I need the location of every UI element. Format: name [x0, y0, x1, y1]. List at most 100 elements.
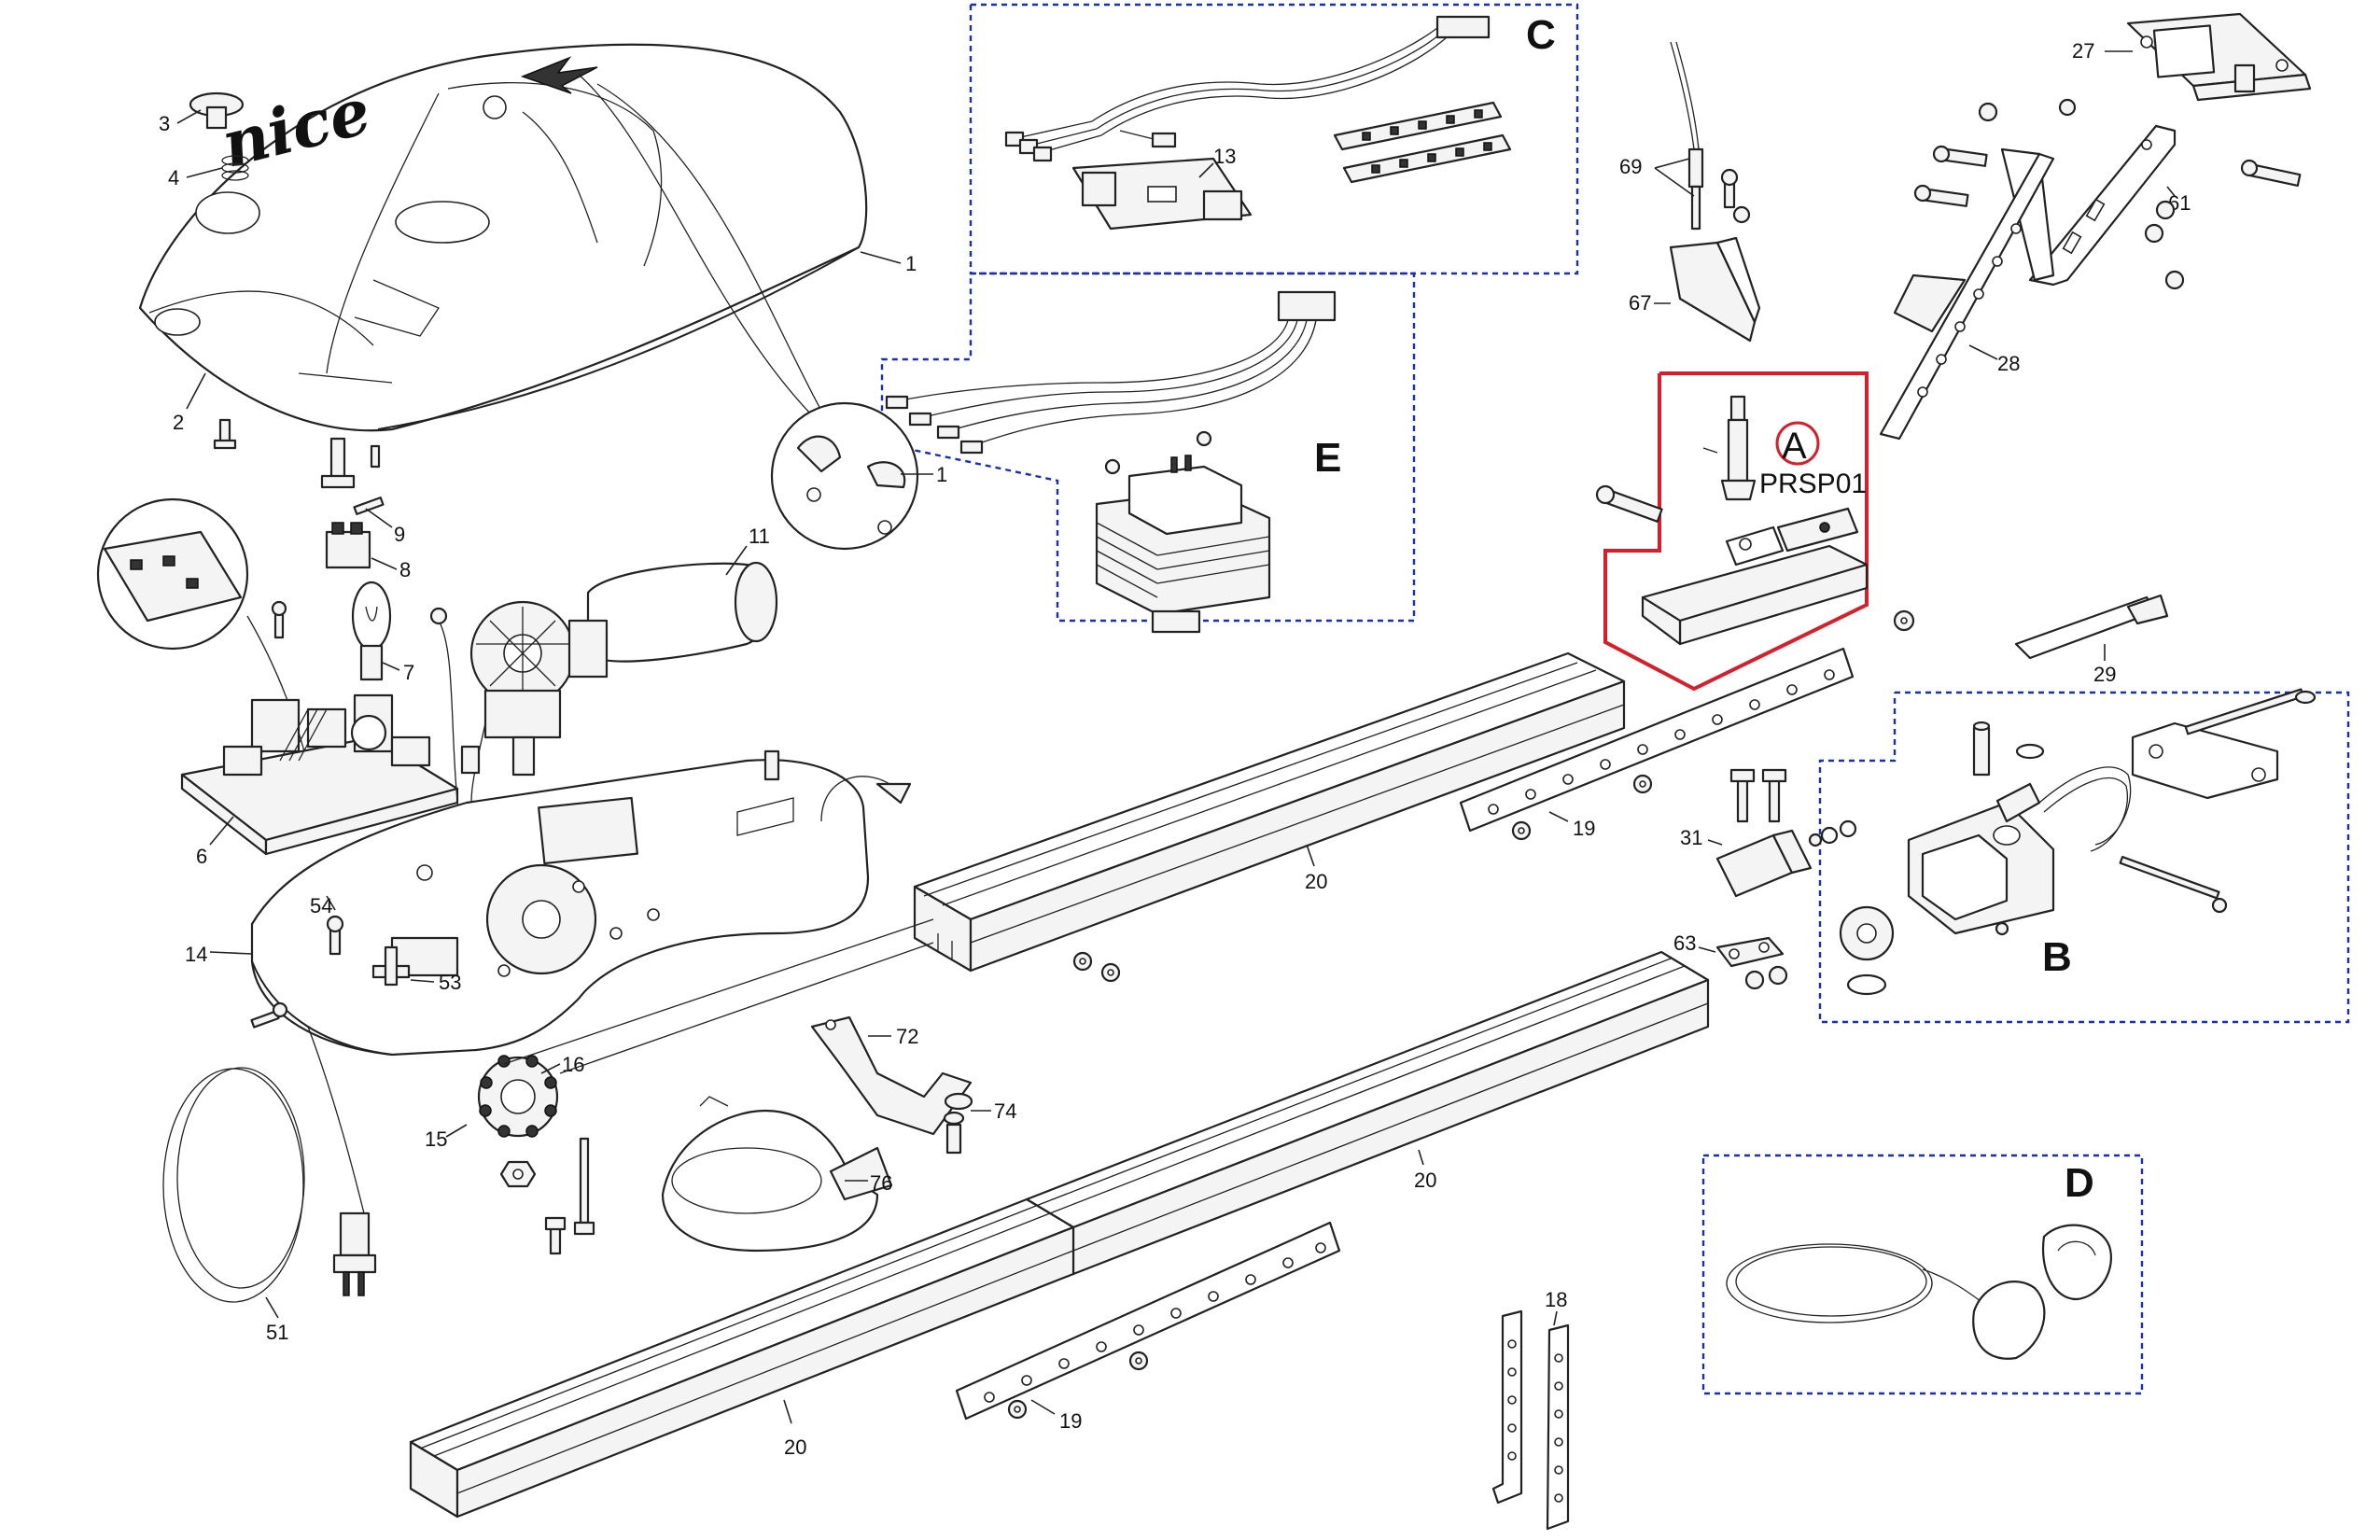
sprocket-cover [661, 1096, 893, 1253]
motor-cover [138, 43, 868, 432]
group-b-label: B [2042, 934, 2072, 980]
micro-switch-assembly [1071, 157, 1253, 231]
wiring-harness-e [885, 290, 1337, 455]
trolley-b [1907, 721, 2132, 935]
mounting-bracket [810, 1015, 973, 1136]
callout-19-lower: 19 [1059, 1409, 1082, 1433]
group-e-label: E [1314, 435, 1341, 481]
pin-b [1995, 855, 2228, 936]
wiring-harness-d [1004, 15, 1491, 162]
callout-18: 18 [1545, 1288, 1567, 1311]
cable-clamp [371, 945, 411, 987]
light-bulb [351, 581, 392, 681]
callout-76: 76 [870, 1171, 892, 1195]
callout-20-middle: 20 [1414, 1169, 1436, 1192]
callout-29: 29 [2093, 663, 2116, 686]
control-board-detail [96, 497, 249, 651]
callout-13: 13 [1213, 145, 1236, 168]
power-cable [162, 1026, 377, 1303]
direction-arrow-icon [520, 56, 598, 94]
callout-15: 15 [425, 1127, 447, 1151]
screw-69 [1720, 168, 1739, 209]
angle-bracket [1715, 768, 1813, 898]
rail-lower [409, 1197, 1075, 1519]
transformer [1095, 430, 1271, 634]
callout-28: 28 [1997, 352, 2020, 375]
callout-16: 16 [562, 1053, 584, 1076]
rail-middle [1025, 950, 1710, 1276]
group-e-box [880, 272, 1416, 623]
joint-plate-upper [1459, 647, 1855, 833]
grommet [326, 915, 344, 956]
long-bolt [573, 1137, 595, 1236]
callout-14: 14 [185, 943, 207, 966]
joint-plate-lower [955, 1221, 1341, 1421]
part-code-prsp01: PRSP01 [1759, 469, 1867, 499]
small-plate [1715, 936, 1788, 990]
callout-67: 67 [1629, 291, 1651, 315]
cover-spring [221, 155, 249, 181]
nuts-scattered [1007, 609, 1915, 1420]
group-b-box [1818, 691, 2350, 1024]
callout-4: 4 [168, 166, 179, 189]
callout-63: 63 [1673, 931, 1696, 955]
upright-brackets [1491, 1309, 1570, 1531]
long-screw-a [1595, 484, 1663, 523]
callout-20-lower: 20 [784, 1435, 806, 1459]
release-lever [2014, 594, 2169, 660]
callout-6: 6 [196, 845, 207, 868]
rail-upper [913, 651, 1626, 973]
callout-54: 54 [310, 894, 332, 917]
callout-53: 53 [439, 971, 461, 994]
arm-bracket-b [2131, 688, 2317, 800]
callout-8: 8 [399, 558, 411, 581]
callout-7: 7 [403, 661, 414, 684]
gear-motor [469, 561, 778, 777]
base-plate [250, 759, 870, 1057]
callout-31: 31 [1680, 826, 1702, 849]
screw-board [271, 600, 287, 639]
clip-detail-circle [770, 401, 919, 551]
drive-sprocket [477, 1055, 559, 1138]
callout-51: 51 [266, 1321, 288, 1344]
group-d-box [969, 3, 1579, 275]
carriage-assembly-a [1641, 395, 1869, 646]
screw-small [213, 418, 237, 450]
control-board [180, 693, 459, 856]
sprocket-b [1839, 905, 1895, 996]
straight-arm [1879, 152, 2055, 441]
screw [544, 1216, 567, 1255]
callout-27: 27 [2072, 39, 2094, 63]
bolts-right [1913, 98, 2302, 290]
terminal-strips [1333, 101, 1512, 184]
group-a-box [1603, 371, 1869, 692]
cable-release [1670, 41, 1704, 231]
cover-knob [189, 91, 245, 130]
fuse-holder [320, 437, 385, 515]
nut [499, 1160, 537, 1188]
callout-69: 69 [1619, 155, 1642, 178]
lamp-socket [325, 522, 371, 569]
header-bracket [2126, 12, 2312, 102]
callout-11: 11 [749, 525, 770, 548]
callout-9: 9 [394, 523, 405, 546]
letter-a-mark: A [1775, 421, 1820, 467]
callout-1-clip: 1 [936, 463, 947, 486]
callout-72: 72 [896, 1025, 918, 1048]
callout-74: 74 [994, 1099, 1016, 1123]
wall-bracket [1669, 205, 1761, 343]
callout-3: 3 [159, 112, 170, 135]
callout-2: 2 [173, 411, 184, 434]
callout-1-cover: 1 [905, 252, 917, 275]
svg-text:A: A [1782, 426, 1807, 467]
group-c-label: D [2065, 1160, 2094, 1206]
release-rope-c [1726, 1224, 2112, 1360]
group-d-label: C [1526, 12, 1556, 58]
group-c-box [1701, 1154, 2144, 1395]
washers-b [1808, 819, 1857, 847]
washer-nut [943, 1092, 973, 1155]
callout-20-upper: 20 [1305, 870, 1327, 893]
callout-19-upper: 19 [1573, 817, 1595, 840]
plate-screw [250, 1001, 288, 1029]
